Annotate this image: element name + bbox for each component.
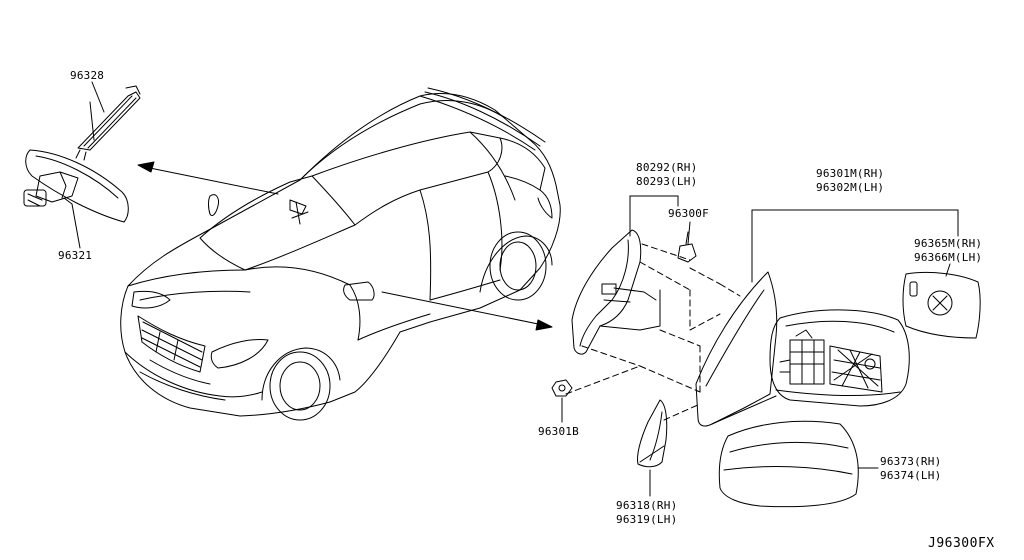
label-96366m: 96366M(LH) — [914, 251, 983, 264]
label-80292: 80292(RH) — [636, 161, 698, 174]
label-80293: 80293(LH) — [636, 175, 698, 188]
mirror-assembly-illustration — [696, 272, 909, 426]
mirror-harness-illustration — [76, 86, 140, 160]
mirror-cover-illustration — [719, 421, 858, 506]
mirror-base-illustration — [572, 230, 660, 354]
label-96302m: 96302M(LH) — [816, 181, 885, 194]
assembly-dashed-lines — [566, 244, 740, 420]
label-96328: 96328 — [70, 69, 105, 82]
mirror-glass-illustration — [903, 272, 980, 338]
clip-illustration — [678, 232, 696, 262]
label-96373: 96373(RH) — [880, 455, 942, 468]
label-96301m: 96301M(RH) — [816, 167, 885, 180]
nut-illustration — [552, 380, 572, 396]
right-callout-lines — [562, 196, 958, 496]
garnish-illustration — [637, 400, 666, 467]
left-callout-lines — [72, 82, 552, 330]
label-96319: 96319(LH) — [616, 513, 678, 526]
label-96365m: 96365M(RH) — [914, 237, 983, 250]
label-96300f: 96300F — [668, 207, 709, 220]
figure-code: J96300FX — [928, 536, 995, 551]
car-body-illustration — [121, 88, 561, 420]
label-96374: 96374(LH) — [880, 469, 942, 482]
label-96318: 96318(RH) — [616, 499, 678, 512]
label-96301b: 96301B — [538, 425, 579, 438]
inside-mirror-illustration — [24, 150, 128, 222]
label-96321: 96321 — [58, 249, 93, 262]
